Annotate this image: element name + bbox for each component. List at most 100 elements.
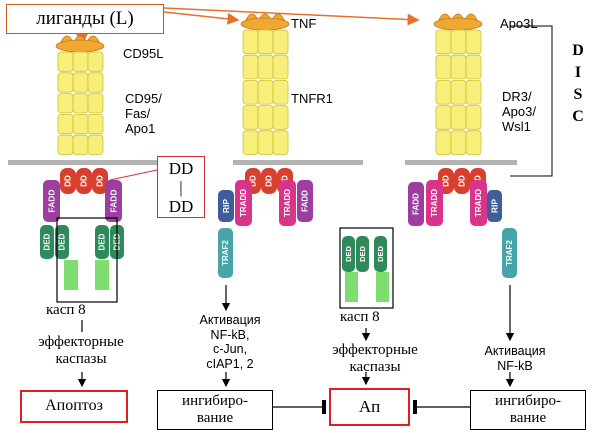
receptor-block bbox=[450, 130, 467, 155]
receptor-block bbox=[257, 130, 274, 155]
death-domain-label: DD bbox=[458, 175, 467, 187]
receptor-block bbox=[465, 130, 482, 155]
death-domain bbox=[76, 168, 92, 194]
receptor-line: Wsl1 bbox=[502, 119, 531, 134]
ded-domain-label: DED bbox=[344, 246, 353, 262]
center-casp8-label: касп 8 bbox=[340, 309, 380, 325]
disc-letter: S bbox=[573, 86, 583, 103]
ligand-base bbox=[433, 17, 483, 31]
receptor-block bbox=[257, 105, 274, 130]
disc-letter: C bbox=[572, 108, 584, 125]
lines-layer bbox=[56, 25, 553, 414]
activation-line: NF-kB, bbox=[210, 327, 250, 342]
fadd-domain bbox=[43, 180, 60, 222]
dr3-receptor-label: DR3/ Apo3/ Wsl1 bbox=[502, 89, 536, 134]
ded-domain-label: DED bbox=[43, 233, 52, 250]
receptor-block bbox=[57, 93, 74, 114]
receptor-block bbox=[272, 29, 289, 55]
rip-domain-label: RIP bbox=[490, 199, 500, 214]
ligand-arrow bbox=[163, 7, 420, 26]
receptor-block bbox=[435, 105, 452, 130]
dd-top-label: DD bbox=[168, 159, 194, 178]
receptor-block bbox=[435, 80, 452, 105]
receptor-block bbox=[465, 80, 482, 105]
activation-line: NF-kB bbox=[497, 358, 533, 373]
apo3l-label: Apo3L bbox=[500, 16, 538, 31]
disc-label: D I S C bbox=[568, 40, 588, 128]
effector-line: эффекторные bbox=[38, 334, 124, 350]
tradd-domain-label: TRADD bbox=[474, 189, 483, 217]
center-apoptosis-box: Ап bbox=[329, 388, 410, 426]
apoptosis-box: Апоптоз bbox=[20, 390, 128, 423]
left-casp8-label: касп 8 bbox=[46, 302, 86, 318]
activation-line: Активация bbox=[484, 344, 546, 358]
caspase-complex-frame bbox=[339, 227, 394, 309]
right-inhibition-box: ингибиро- вание bbox=[470, 390, 586, 430]
inhibition-line: ингибиро- bbox=[495, 393, 561, 409]
ligand-base bbox=[55, 39, 105, 53]
ded-domain-label: DED bbox=[98, 233, 107, 250]
ded-domain bbox=[40, 225, 54, 259]
receptor-block bbox=[72, 51, 89, 72]
adaptors-layer: DDDDDDDDDDDDDDDDDDFADDFADDDEDDEDDEDDEDRI… bbox=[40, 168, 517, 302]
disc-letter: D bbox=[572, 42, 584, 59]
ded-domain-label: DED bbox=[58, 233, 67, 250]
death-domain bbox=[261, 168, 277, 194]
receptor-block bbox=[435, 130, 452, 155]
rip-domain bbox=[487, 190, 502, 222]
traf2-domain bbox=[502, 228, 517, 278]
effector-line: каспазы bbox=[55, 351, 107, 367]
disc-letter: I bbox=[574, 64, 582, 81]
receptor-block bbox=[465, 105, 482, 130]
receptor-block bbox=[257, 54, 274, 80]
receptor-block bbox=[272, 80, 289, 105]
receptor-block bbox=[72, 134, 89, 155]
rip-domain bbox=[218, 190, 234, 222]
ded-domain bbox=[342, 236, 355, 272]
effector-line: эффекторные bbox=[332, 342, 418, 358]
cd95-receptor-label: CD95/ Fas/ Apo1 bbox=[125, 91, 162, 136]
caspase-8-bar bbox=[64, 260, 78, 290]
fadd-domain bbox=[297, 180, 313, 222]
death-domain-label: DD bbox=[96, 175, 105, 187]
ded-domain bbox=[55, 225, 69, 259]
tradd-domain bbox=[235, 180, 252, 226]
center-effector-label: эффекторные каспазы bbox=[300, 342, 450, 376]
inhibition-bar bbox=[322, 400, 326, 414]
receptor-block bbox=[87, 51, 104, 72]
receptor-block bbox=[450, 54, 467, 80]
receptor-block bbox=[57, 51, 74, 72]
death-domain-label: DD bbox=[265, 175, 274, 187]
receptor-block bbox=[242, 29, 259, 55]
inhibition-line: ингибиро- bbox=[182, 393, 248, 409]
death-domain bbox=[454, 168, 470, 194]
ligand-base bbox=[240, 17, 290, 31]
dd-middle-label: | bbox=[179, 178, 183, 197]
receptor-block bbox=[72, 114, 89, 135]
fadd-domain-label: FADD bbox=[109, 189, 119, 212]
death-domain-label: DD bbox=[80, 175, 89, 187]
receptor-line: Apo1 bbox=[125, 121, 156, 136]
activation-line: cIAP1, 2 bbox=[206, 356, 254, 371]
tradd-domain-label: TRADD bbox=[430, 189, 439, 217]
receptor-block bbox=[465, 54, 482, 80]
ded-domain bbox=[356, 236, 369, 272]
receptor-block bbox=[72, 72, 89, 93]
membrane-bar bbox=[405, 160, 517, 165]
receptor-block bbox=[87, 72, 104, 93]
tnf-label: TNF bbox=[291, 16, 317, 31]
receptor-block bbox=[87, 134, 104, 155]
right-activation-label: Активация NF-kB bbox=[460, 344, 570, 373]
ded-domain-label: DED bbox=[358, 246, 367, 262]
fadd-domain-label: FADD bbox=[47, 189, 57, 212]
receptor-block bbox=[272, 130, 289, 155]
caspase-8-bar bbox=[376, 272, 389, 302]
membrane-bar bbox=[8, 160, 166, 165]
receptor-block bbox=[57, 134, 74, 155]
receptor-block bbox=[72, 93, 89, 114]
rip-domain-label: RIP bbox=[221, 199, 231, 214]
receptor-block bbox=[257, 29, 274, 55]
death-domain-label: DD bbox=[64, 175, 73, 187]
